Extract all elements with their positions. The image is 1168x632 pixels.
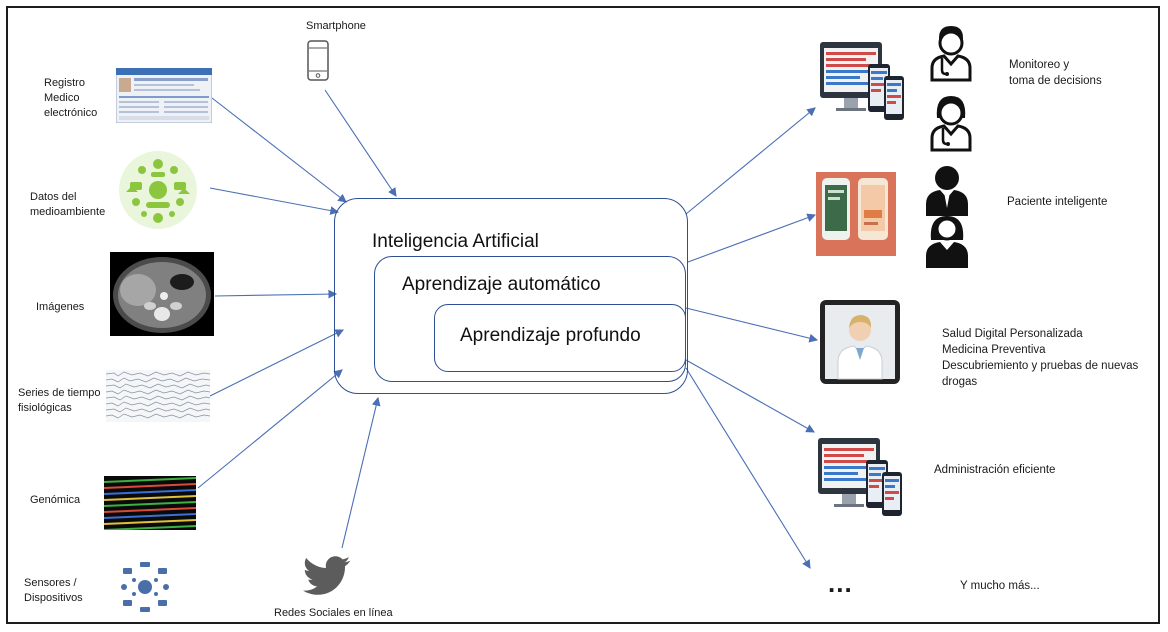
patient-male-icon: [926, 166, 968, 216]
environment-label-line-2: medioambiente: [30, 206, 106, 218]
arrow-social: [341, 396, 381, 549]
sensors-label: Sensores / Dispositivos: [24, 576, 83, 606]
telemedicine-tablet-image: [820, 300, 900, 384]
arrow-genomics: [197, 369, 343, 489]
doctor-male-icon: [930, 26, 972, 82]
dl-title: Aprendizaje profundo: [460, 325, 641, 346]
ai-title: Inteligencia Artificial: [372, 231, 539, 252]
ehr-label-line-3: electrónico: [44, 107, 98, 119]
arrow-ehr: [211, 97, 347, 203]
digital-health-line-2: Medicina Preventiva: [942, 344, 1046, 356]
sensors-devices-icon-cluster: [119, 561, 171, 613]
environment-green-icon-cloud: [119, 151, 197, 229]
arrow-images: [214, 289, 338, 299]
environment-label: Datos del medioambiente: [30, 190, 105, 220]
patient-app-image: [816, 172, 896, 256]
smartphone-label: Smartphone: [306, 20, 366, 32]
genomics-sequence-image: [104, 476, 196, 530]
smartphone-icon: [307, 40, 329, 81]
ehr-label: Registro Medico electrónico: [44, 76, 97, 121]
doctor-female-icon: [930, 96, 972, 152]
ml-title: Aprendizaje automático: [402, 274, 601, 295]
admin-label: Administración eficiente: [934, 464, 1056, 476]
ehr-label-line-1: Registro: [44, 77, 85, 89]
ehr-screenshot-thumbnail: [116, 68, 212, 123]
diagram-frame: [6, 6, 1160, 624]
sensors-label-line-2: Dispositivos: [24, 592, 83, 604]
ct-scan-image: [110, 252, 214, 336]
arrow-to-patient: [687, 213, 817, 263]
digital-health-line-4: drogas: [942, 376, 978, 388]
dl-box: [434, 304, 686, 372]
ehr-label-line-2: Medico: [44, 92, 80, 104]
monitoring-label-line-2: toma de decisions: [1009, 75, 1102, 87]
timeseries-label-line-2: fisiológicas: [18, 402, 72, 414]
ai-box: [334, 198, 688, 394]
admin-dashboard-devices-image: [818, 438, 902, 516]
arrow-to-digital-health: [685, 307, 819, 343]
sensors-label-line-1: Sensores /: [24, 577, 77, 589]
arrow-to-admin: [685, 359, 815, 433]
environment-label-line-1: Datos del: [30, 191, 77, 203]
arrow-smartphone: [324, 89, 397, 197]
dashboard-devices-image: [820, 42, 904, 120]
digital-health-line-1: Salud Digital Personalizada: [942, 328, 1083, 340]
social-label: Redes Sociales en línea: [274, 607, 393, 619]
ellipsis-symbol: ...: [828, 568, 853, 598]
monitoring-label: Monitoreo y toma de decisions: [1009, 57, 1102, 89]
more-label: Y mucho más...: [960, 580, 1040, 592]
arrow-environment: [209, 187, 340, 215]
twitter-bird-icon: [303, 556, 351, 595]
digital-health-line-3: Descubriemiento y pruebas de nuevas: [942, 360, 1139, 372]
arrow-to-more: [685, 367, 811, 569]
patient-label: Paciente inteligente: [1007, 196, 1108, 208]
digital-health-label: Salud Digital Personalizada Medicina Pre…: [942, 326, 1138, 390]
images-label: Imágenes: [36, 301, 85, 313]
timeseries-label-line-1: Series de tiempo: [18, 387, 101, 399]
timeseries-waveform-image: [106, 370, 210, 422]
genomics-label: Genómica: [30, 494, 81, 506]
monitoring-label-line-1: Monitoreo y: [1009, 59, 1070, 71]
timeseries-label: Series de tiempo fisiológicas: [18, 386, 101, 416]
arrow-timeseries: [209, 329, 344, 397]
arrow-to-monitoring: [685, 107, 816, 215]
patient-female-icon: [926, 216, 968, 268]
